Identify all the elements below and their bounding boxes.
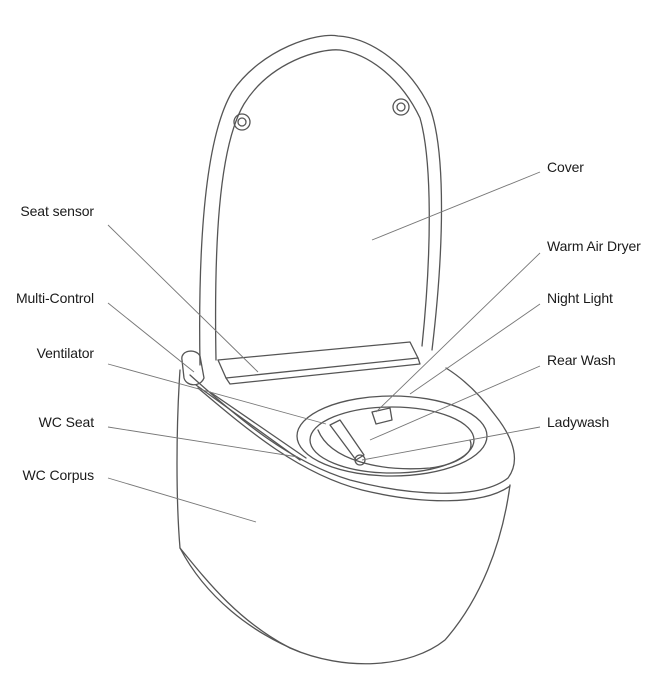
wc-corpus-shape: [176, 369, 511, 665]
label-ladywash: Ladywash: [547, 414, 610, 430]
seat-opening: [296, 395, 488, 477]
wc-seat-shape: [189, 367, 516, 494]
label-multi-control: Multi-Control: [15, 290, 94, 306]
leader-seat-sensor: [107, 224, 259, 373]
leader-cover: [371, 171, 541, 241]
wc-corpus-base: [179, 547, 301, 653]
leader-wc-seat: [107, 426, 299, 458]
multi-control-shape: [181, 350, 205, 386]
leader-warm-air-dryer: [375, 252, 541, 413]
leader-ladywash: [361, 426, 541, 461]
label-seat-sensor: Seat sensor: [20, 203, 94, 219]
hinge-bar: [217, 341, 419, 379]
label-cover: Cover: [547, 159, 584, 175]
leader-multi-control: [107, 302, 195, 373]
label-night-light: Night Light: [547, 290, 613, 306]
label-rear-wash: Rear Wash: [547, 352, 616, 368]
label-ventilator: Ventilator: [36, 345, 94, 361]
label-warm-air-dryer: Warm Air Dryer: [547, 238, 641, 254]
label-wc-corpus: WC Corpus: [22, 467, 95, 483]
cover-bolt-right: [392, 98, 410, 116]
leader-ventilator: [107, 363, 327, 425]
nozzle-shape: [329, 419, 365, 461]
leader-rear-wash: [369, 365, 541, 441]
leader-night-light: [409, 303, 541, 395]
label-wc-seat: WC Seat: [38, 414, 94, 430]
leader-wc-corpus: [107, 477, 257, 523]
cover-bolt-left: [233, 113, 251, 131]
cover-shape: [198, 34, 443, 366]
